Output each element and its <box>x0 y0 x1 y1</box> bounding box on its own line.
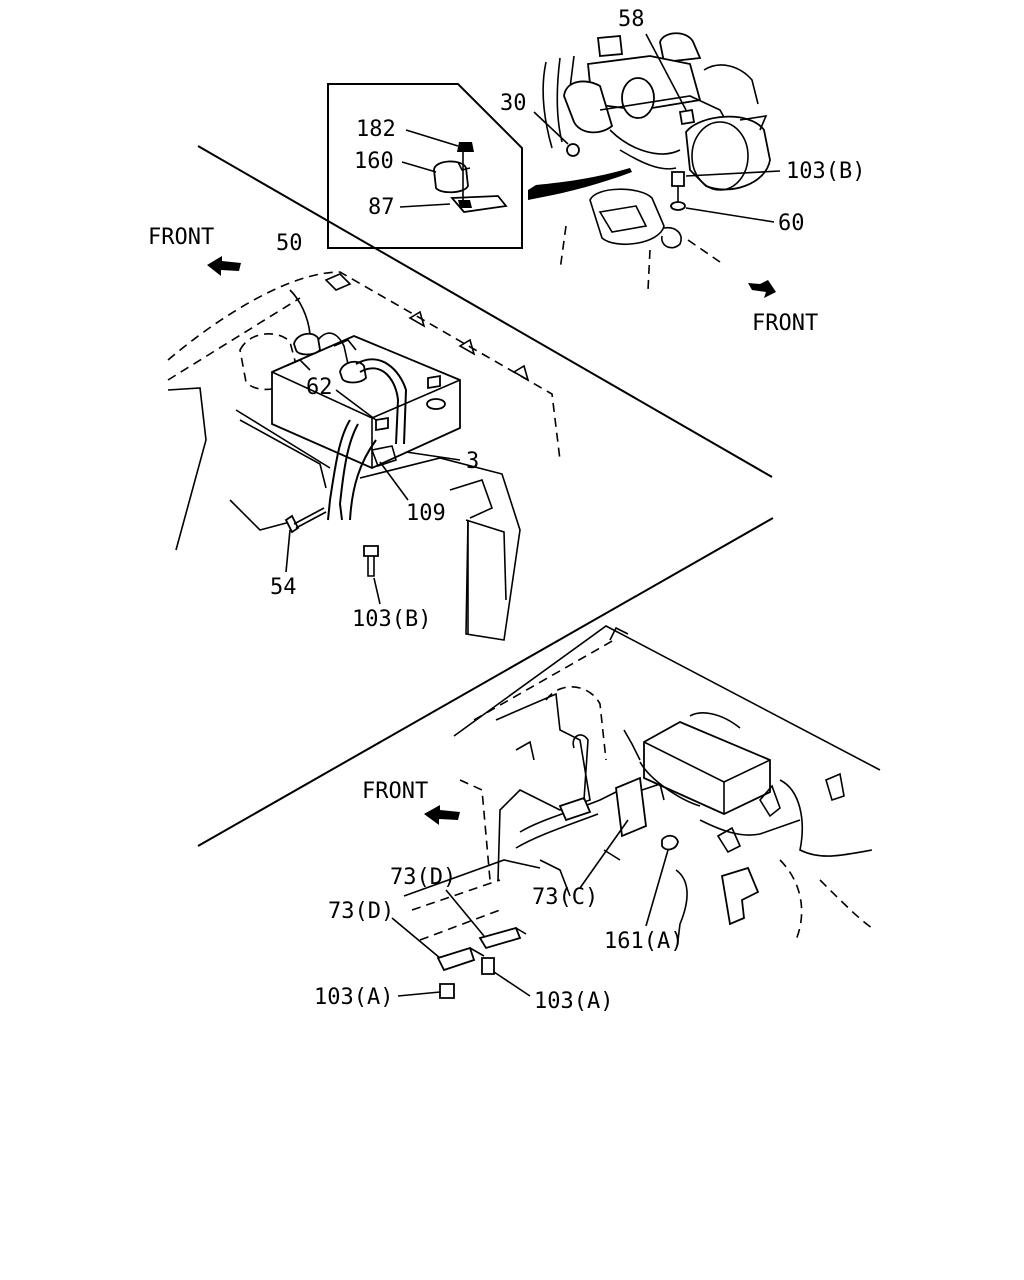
label-62: 62 <box>306 375 333 400</box>
engine-starter-assembly <box>533 32 781 291</box>
label-160: 160 <box>354 149 394 174</box>
label-73d-lower: 73(D) <box>328 899 394 924</box>
engine-bay-lower <box>403 625 881 941</box>
label-109: 109 <box>406 501 446 526</box>
leader-161a <box>645 849 669 927</box>
label-front-bottom: FRONT <box>362 779 428 804</box>
label-front-top-right: FRONT <box>752 311 818 336</box>
battery-compartment <box>167 271 561 641</box>
label-30: 30 <box>500 91 527 116</box>
label-103a-left: 103(A) <box>314 985 393 1010</box>
leader-73c <box>579 819 629 889</box>
front-arrow-middle-left <box>207 256 241 276</box>
label-54: 54 <box>270 575 297 600</box>
detail-inset <box>327 83 523 249</box>
label-103b-top: 103(B) <box>786 159 865 184</box>
section-divider-upper <box>197 145 773 478</box>
label-73d-upper: 73(D) <box>390 865 456 890</box>
label-50: 50 <box>276 231 303 256</box>
label-3: 3 <box>466 449 479 474</box>
label-87: 87 <box>368 195 395 220</box>
label-161a: 161(A) <box>604 929 683 954</box>
inset-pointer-arrow <box>528 168 632 200</box>
label-58: 58 <box>618 7 645 32</box>
label-182: 182 <box>356 117 396 142</box>
bolt-103b-middle <box>363 545 381 605</box>
bolt-54 <box>284 507 327 573</box>
front-arrow-bottom <box>424 805 460 825</box>
section-divider-lower <box>197 517 774 847</box>
label-73c: 73(C) <box>532 885 598 910</box>
bolts-103a <box>397 957 531 999</box>
front-arrow-top-right <box>748 280 776 298</box>
label-103b-middle: 103(B) <box>352 607 431 632</box>
label-60: 60 <box>778 211 805 236</box>
label-front-middle-left: FRONT <box>148 225 214 250</box>
label-103a-right: 103(A) <box>534 989 613 1014</box>
brackets-73d <box>391 889 527 972</box>
